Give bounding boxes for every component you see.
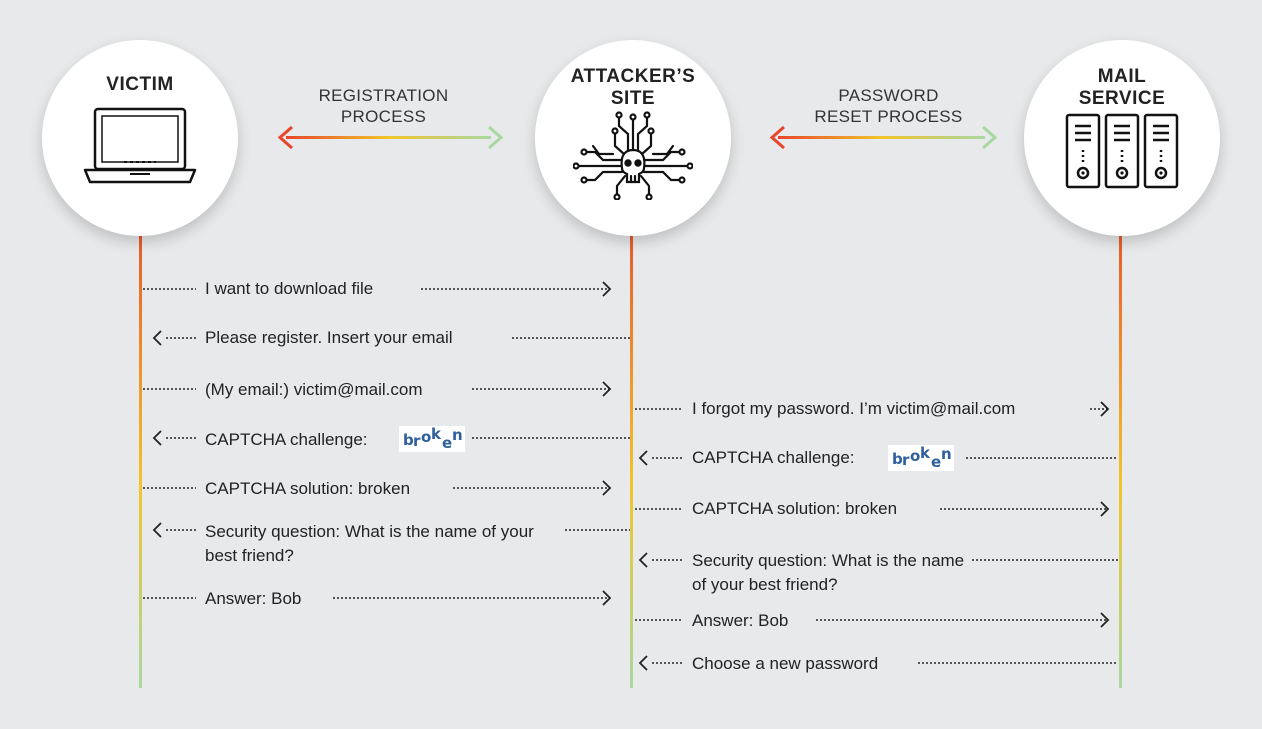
attacker-node: ATTACKER’S SITE [535,40,731,236]
victim-node: VICTIM [42,40,238,236]
right-arrow-1 [635,401,1110,417]
right-arrow-6 [638,655,1118,671]
left-arrow-6 [152,522,630,538]
right-arrow-4 [638,552,1118,568]
right-arrow-2 [638,450,1118,466]
server-icon [1065,113,1179,189]
left-arrow-3 [143,381,612,397]
left-arrow-7 [143,590,612,606]
left-message-2: Please register. Insert your email [205,328,453,347]
message-lines [143,281,1118,671]
right-message-4: Security question: What is the name of y… [692,551,965,594]
registration-arrow [277,125,504,150]
captcha-letter: r [413,432,421,450]
right-message-2: CAPTCHA challenge: [692,448,855,467]
captcha-letter: o [421,428,431,446]
captcha-letter: n [941,445,952,463]
captcha-letter: r [902,451,910,469]
captcha-letter: k [431,426,442,443]
right-message-5: Answer: Bob [692,611,789,630]
left-message-5: CAPTCHA solution: broken [205,479,411,498]
attacker-title: ATTACKER’S SITE [570,66,696,109]
left-message-1: I want to download file [205,279,374,298]
skull-circuit-icon [573,111,693,200]
right-arrow-3 [635,501,1110,517]
right-message-6: Choose a new password [692,654,879,673]
laptop-icon [83,107,197,184]
right-arrow-5 [635,612,1110,628]
captcha-letter: e [442,434,452,452]
left-message-4: CAPTCHA challenge: [205,430,368,449]
mail-title: MAIL SERVICE [1078,66,1166,109]
captcha-letter: b [403,431,414,449]
left-arrow-1 [143,281,612,297]
left-arrow-2 [152,330,630,346]
mail-lifeline [1119,185,1122,688]
left-arrow-5 [143,480,612,496]
captcha-letter: o [910,447,920,465]
left-arrow-4 [152,430,630,446]
captcha-letter: n [452,426,463,444]
left-message-6: Security question: What is the name of y… [205,522,534,565]
password-reset-arrow [769,125,998,150]
right-message-3: CAPTCHA solution: broken [692,499,898,518]
captcha-letter: k [920,445,931,462]
victim-title: VICTIM [106,74,174,95]
password-reset-process-label: PASSWORD RESET PROCESS [814,86,963,126]
captcha-letter: b [892,450,903,468]
registration-process-label: REGISTRATION PROCESS [318,86,449,126]
left-message-7: Answer: Bob [205,589,302,608]
mail-node: MAIL SERVICE [1024,40,1220,236]
attacker-lifeline [630,185,633,688]
left-message-3: (My email:) victim@mail.com [205,380,423,399]
right-message-1: I forgot my password. I’m victim@mail.co… [692,399,1016,418]
captcha-letter: e [931,453,941,471]
victim-lifeline [139,185,142,688]
